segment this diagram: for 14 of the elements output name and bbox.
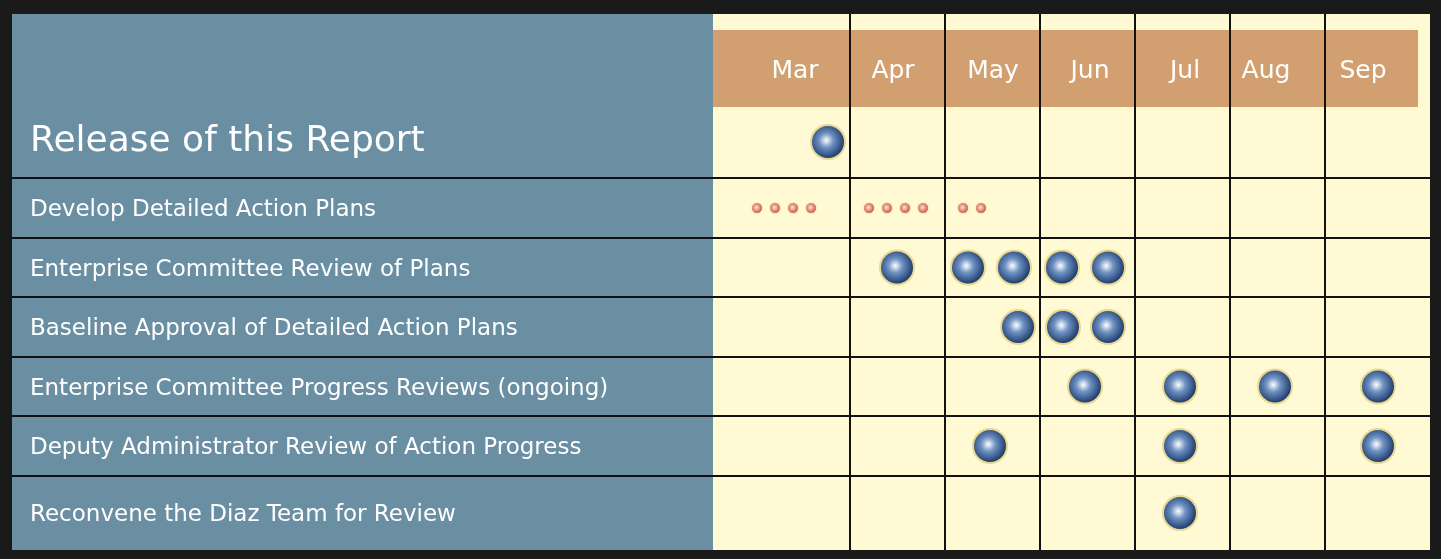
row-label: Enterprise Committee Review of Plans — [30, 254, 471, 281]
month-label: Apr — [871, 54, 915, 84]
row-label: Deputy Administrator Review of Action Progress — [30, 433, 582, 459]
row-heading: Release of this Report — [30, 117, 425, 159]
month-label: May — [967, 54, 1019, 84]
month-label: Jun — [1070, 54, 1110, 84]
row-label: Develop Detailed Action Plans — [30, 195, 377, 221]
month-label: Jul — [1169, 54, 1201, 84]
row-label: Baseline Approval of Detailed Action Plans — [30, 314, 518, 340]
month-label: Sep — [1339, 54, 1387, 84]
month-label: Aug — [1241, 54, 1291, 84]
row-label: Enterprise Committee Progress Reviews (ongoing) — [30, 373, 609, 400]
row-label: Reconvene the Diaz Team for Review — [30, 500, 456, 526]
month-label: Mar — [771, 54, 819, 84]
